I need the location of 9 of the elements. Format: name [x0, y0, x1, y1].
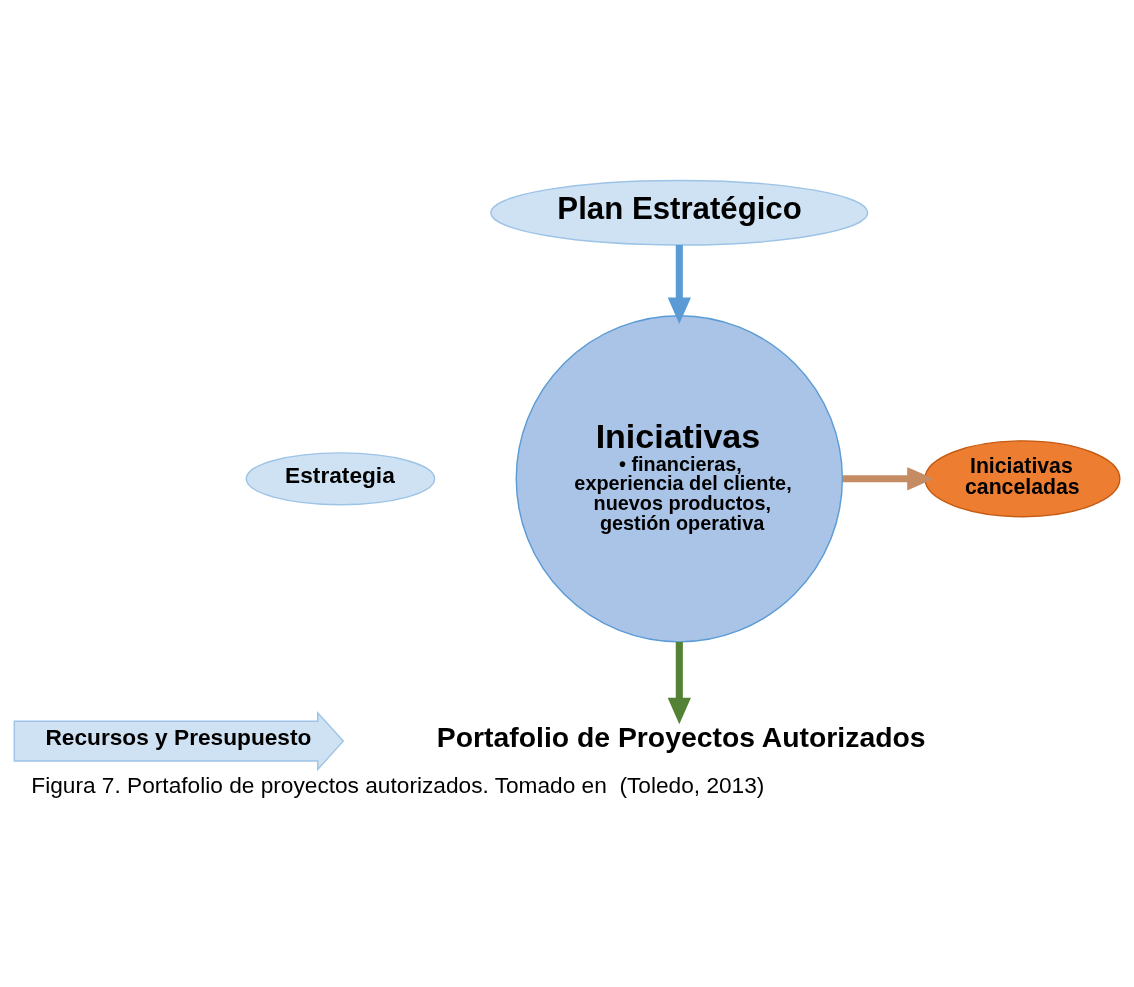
- arrow: [667, 641, 691, 725]
- node-ellipse: Plan Estratégico: [490, 179, 869, 246]
- caption: Figura 7. Portafolio de proyectos autorizados. Tomado en (Toledo, 2013): [31, 772, 765, 799]
- arrow: [667, 244, 691, 325]
- node-ellipse: Iniciativas canceladas: [924, 440, 1121, 518]
- node-text: Portafolio de Proyectos Autorizados: [436, 720, 926, 753]
- node-circle: Iniciativas • financieras, experiencia del cliente, nuevos productos, gestión operativa: [515, 315, 844, 643]
- arrow: [842, 467, 934, 491]
- node-ellipse: Estrategia: [245, 452, 436, 506]
